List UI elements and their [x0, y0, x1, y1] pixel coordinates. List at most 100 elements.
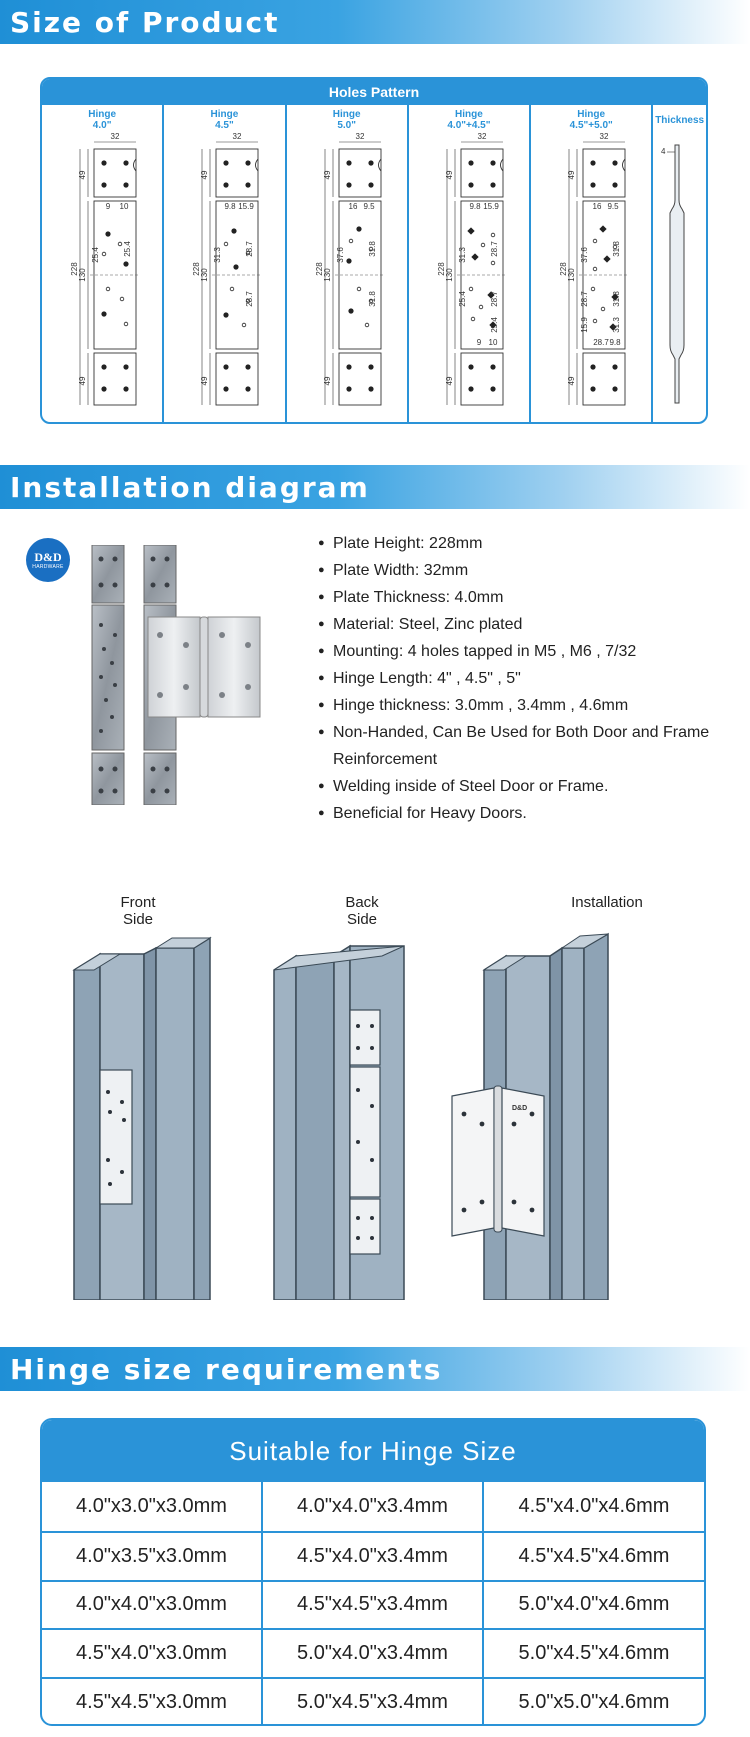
hinge-size-cell: 4.5"x4.5"x3.0mm [42, 1677, 263, 1724]
hinge-size-cell: 4.5"x4.5"x3.4mm [263, 1579, 484, 1629]
total-height-label: 228 [437, 262, 446, 276]
hole-dimension-label: 28.7 [593, 338, 609, 347]
hinge-label: Hinge [210, 109, 239, 120]
mid-dimension-label: 130 [567, 268, 576, 282]
hole-dimension-label: 9.8 [225, 202, 237, 211]
hinge-size-cell: 4.0"x4.0"x3.0mm [42, 1579, 263, 1629]
total-height-label: 228 [315, 262, 324, 276]
hinge-label: Hinge [88, 109, 117, 120]
hole-dimension-label: 31.8 [612, 241, 621, 257]
hole-dimension-label: 15.9 [483, 202, 499, 211]
hole-dimension-label: 31.3 [213, 247, 222, 263]
hinge-label: Hinge [455, 109, 483, 120]
hole-dimension-label: 28.7 [490, 291, 499, 307]
hole-dimension-label: 9.5 [608, 202, 620, 211]
hinge-size: 4.0" [92, 120, 112, 131]
width-dimension-label: 32 [111, 132, 120, 141]
holes-pattern-title: Holes Pattern [42, 79, 706, 105]
hinge-size-cell: 5.0"x4.5"x4.6mm [484, 1628, 704, 1677]
caption-installation: Installation [571, 894, 643, 911]
hole-dimension-label: 28.7 [245, 241, 254, 257]
end-dimension-label: 49 [323, 170, 332, 179]
hinge-size-cell: 4.5"x4.0"x4.6mm [518, 1494, 670, 1517]
spec-item: Hinge Length: 4" , 4.5" , 5" [318, 665, 738, 692]
hole-dimension-label: 31.8 [368, 291, 377, 307]
spec-item: Plate Thickness: 4.0mm [318, 584, 738, 611]
section-title: Installation diagram [10, 470, 370, 504]
logo-subtext: HARDWARE [32, 563, 64, 570]
end-dimension-label: 49 [78, 376, 87, 385]
hinge-size-cell: 4.0"x3.5"x3.0mm [42, 1530, 263, 1580]
width-dimension-label: 32 [600, 132, 609, 141]
hole-dimension-label: 16 [593, 202, 602, 211]
spec-item: Hinge thickness: 3.0mm , 3.4mm , 4.6mm [318, 692, 738, 719]
hole-dimension-label: 25.4 [91, 247, 100, 263]
total-height-label: 228 [70, 262, 79, 276]
spec-item: Plate Width: 32mm [318, 557, 738, 584]
thickness-value: 4 [661, 147, 666, 156]
mid-dimension-label: 130 [78, 268, 87, 282]
spec-item: Welding inside of Steel Door or Frame. [318, 773, 738, 800]
hinge-brand-mark: D&D [512, 1105, 527, 1112]
total-height-label: 228 [192, 262, 201, 276]
mid-dimension-label: 130 [323, 268, 332, 282]
mid-dimension-label: 130 [445, 268, 454, 282]
end-dimension-label: 49 [323, 376, 332, 385]
section-banner-size-of-product: Size of Product [0, 0, 750, 44]
hole-dimension-label: 31.3 [458, 247, 467, 263]
section-banner-hinge-size: Hinge size requirements [0, 1347, 750, 1391]
hinge-size-cell: 5.0"x4.5"x3.4mm [263, 1677, 484, 1724]
spec-item: Plate Height: 228mm [318, 530, 738, 557]
total-height-label: 228 [559, 262, 568, 276]
front-side-frame [72, 936, 212, 1300]
hole-dimension-label: 9.8 [469, 202, 481, 211]
hole-dimension-label: 37.6 [580, 247, 589, 263]
spec-list: Plate Height: 228mm Plate Width: 32mm Pl… [318, 530, 738, 827]
hole-dimension-label: 9 [477, 338, 482, 347]
hinge-size-table-title: Suitable for Hinge Size [42, 1420, 704, 1482]
end-dimension-label: 49 [445, 170, 454, 179]
brand-logo: D&D HARDWARE [26, 538, 70, 582]
section-title: Size of Product [10, 5, 280, 39]
width-dimension-label: 32 [233, 132, 242, 141]
hole-dimension-label: 9.8 [610, 338, 622, 347]
thickness-column: Thickness 4 [653, 105, 706, 422]
hinge-size-cell: 5.0"x4.0"x3.4mm [263, 1628, 484, 1678]
hole-dimension-label: 25.4 [458, 291, 467, 307]
hinge-label: Hinge [577, 109, 606, 120]
spec-item: Non-Handed, Can Be Used for Both Door an… [318, 719, 738, 773]
hole-dimension-label: 28.7 [580, 291, 589, 307]
hinge-size-cell: 4.5"x4.5"x4.6mm [484, 1530, 704, 1580]
hole-dimension-label: 16 [348, 202, 357, 211]
thickness-label: Thickness [655, 115, 705, 126]
spec-item: Material: Steel, Zinc plated [318, 611, 738, 638]
hole-dimension-label: 31.8 [368, 241, 377, 257]
end-dimension-label: 49 [445, 376, 454, 385]
end-dimension-label: 49 [200, 376, 209, 385]
hinge-size: 5.0" [337, 120, 356, 131]
hinge-size-cell: 5.0"x4.0"x4.6mm [484, 1579, 704, 1629]
installation-frame: D&D [451, 932, 609, 1300]
end-dimension-label: 49 [78, 170, 87, 179]
hinge-size: 4.5" [215, 120, 234, 131]
hinge-size-cell: 4.5"x4.0"x3.4mm [263, 1530, 484, 1580]
hole-dimension-label: 28.7 [490, 241, 499, 257]
thickness-plate-outline [669, 144, 685, 404]
hole-dimension-label: 9 [106, 202, 111, 211]
hole-dimension-label: 25.4 [490, 317, 499, 333]
hole-dimension-label: 28.7 [245, 291, 254, 307]
hole-dimension-label: 10 [120, 202, 129, 211]
hinge-size-cell: 4.5"x4.0"x3.0mm [42, 1628, 263, 1678]
hole-dimension-label: 15.9 [580, 317, 589, 333]
section-title: Hinge size requirements [10, 1352, 443, 1386]
